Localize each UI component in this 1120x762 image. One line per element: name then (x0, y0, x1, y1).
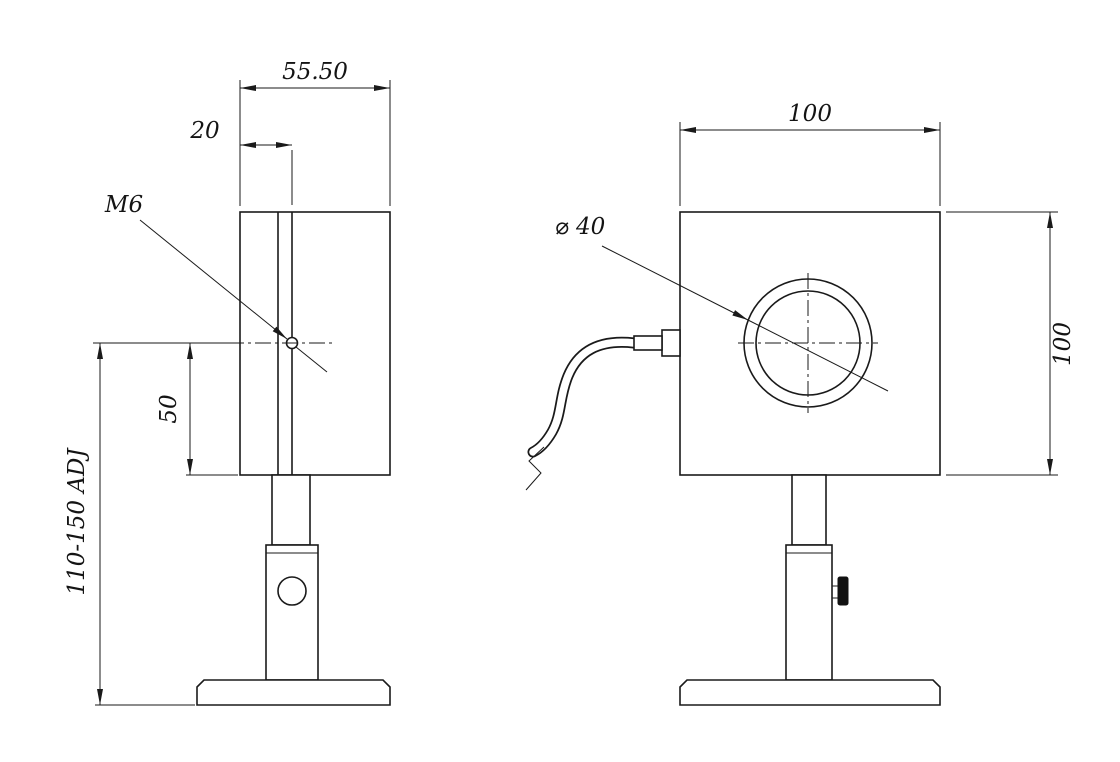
connector-barrel (633, 335, 663, 351)
dim-body-width-label: 100 (788, 101, 832, 127)
callout-aperture-diameter: ⌀ 40 (555, 214, 889, 392)
side-view: M6 55.50 20 50 110-150 ADJ (64, 59, 391, 706)
dim-body-width: 100 (679, 101, 941, 206)
dim-height-adjust: 110-150 ADJ (64, 343, 195, 706)
dim-hole-offset: 20 (189, 118, 293, 205)
dim-body-height: 100 (946, 211, 1076, 476)
dim-center-height-label: 50 (156, 394, 182, 423)
cable (529, 338, 638, 456)
post-lower-front (785, 544, 833, 681)
aperture-leader-line (601, 245, 749, 321)
connector-flange (661, 329, 681, 357)
post-lower-side (265, 544, 319, 681)
dim-height-adjust-label: 110-150 ADJ (64, 447, 90, 596)
dim-body-height-label: 100 (1050, 322, 1076, 366)
aperture-leader-overshoot (747, 319, 889, 392)
thumbscrew-knob (837, 576, 849, 606)
thumbscrew-stem (831, 585, 839, 599)
base-plate-side (196, 679, 391, 706)
dim-center-height: 50 (156, 343, 238, 476)
m6-leader-overshoot (295, 346, 328, 373)
post-hole-side (277, 576, 307, 606)
dim-aperture-label: ⌀ 40 (555, 214, 605, 240)
front-view: ⌀ 40 100 100 (525, 101, 1076, 706)
dim-overall-width: 55.50 (239, 59, 391, 206)
thread-callout-label: M6 (104, 192, 143, 218)
post-upper-front (791, 474, 827, 546)
cable-break-symbol (525, 446, 545, 491)
dim-overall-width-label: 55.50 (282, 59, 348, 85)
dim-hole-offset-label: 20 (189, 118, 219, 144)
base-plate-front (679, 679, 941, 706)
m6-leader-line (139, 219, 288, 340)
post-upper-side (271, 474, 311, 546)
